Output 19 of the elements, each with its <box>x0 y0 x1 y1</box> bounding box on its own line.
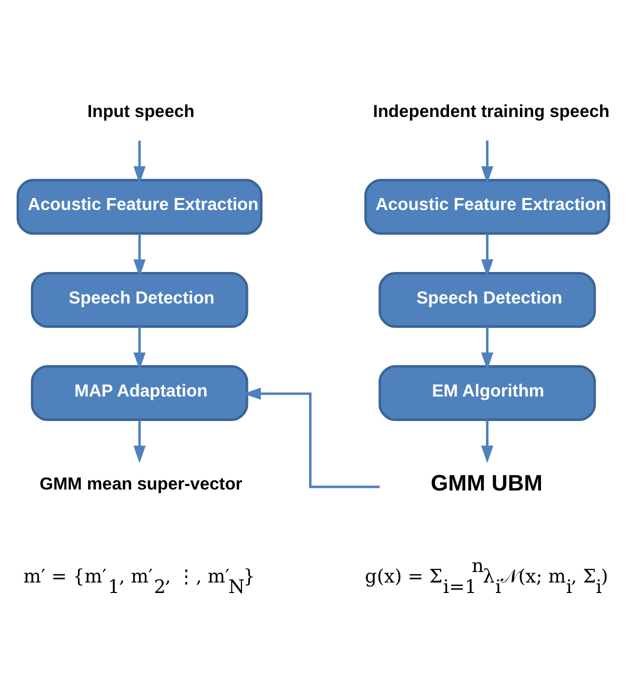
arrow <box>481 420 494 464</box>
node-text: GMM UBM <box>430 470 542 496</box>
arrow <box>481 234 494 277</box>
node-box: Acoustic Feature Extraction <box>16 178 262 235</box>
arrow <box>133 326 146 370</box>
node-box: MAP Adaptation <box>30 365 248 421</box>
node-text: Independent training speech <box>373 101 610 122</box>
arrow <box>133 234 146 277</box>
arrow <box>481 326 494 370</box>
node-text: GMM mean super-vector <box>40 474 242 494</box>
node-box: Speech Detection <box>30 272 248 328</box>
arrow <box>481 140 494 184</box>
node-box: EM Algorithm <box>378 365 596 421</box>
arrow <box>133 420 146 464</box>
node-box: Acoustic Feature Extraction <box>364 178 610 235</box>
arrow <box>133 140 146 184</box>
arrow <box>243 388 380 488</box>
node-box: Speech Detection <box>378 272 596 328</box>
node-text: Input speech <box>87 101 195 122</box>
